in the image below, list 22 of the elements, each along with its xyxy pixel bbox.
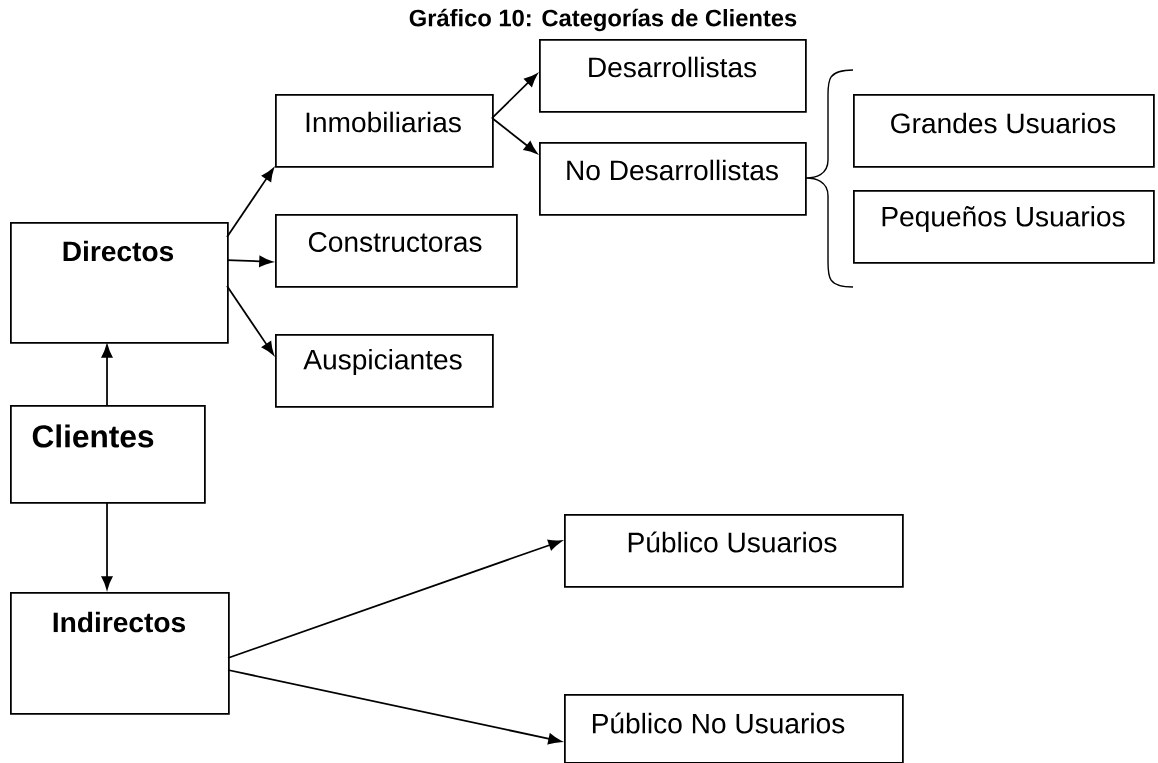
category-box: Auspiciantes: [275, 334, 494, 408]
category-box: Pequeños Usuarios: [853, 190, 1155, 264]
arrow: [226, 168, 274, 238]
category-box: Público Usuarios: [564, 514, 904, 588]
category-box: Desarrollistas: [539, 39, 807, 113]
category-box: Público No Usuarios: [564, 694, 904, 763]
arrow: [226, 255, 273, 267]
category-box: Grandes Usuarios: [853, 94, 1155, 168]
arrow: [491, 73, 538, 119]
arrow: [101, 344, 113, 406]
arrow: [226, 285, 274, 355]
arrow: [491, 117, 538, 154]
category-box: Inmobiliarias: [275, 94, 494, 168]
arrow: [227, 669, 562, 745]
arrow: [101, 501, 113, 590]
category-box: Indirectos: [10, 592, 230, 715]
category-box: Directos: [10, 222, 229, 344]
category-box: Clientes: [10, 405, 206, 504]
diagram-title: Gráfico 10: Categorías de Clientes: [409, 8, 797, 32]
category-box: Constructoras: [275, 214, 518, 288]
category-box: No Desarrollistas: [539, 142, 807, 216]
arrow: [227, 539, 562, 659]
